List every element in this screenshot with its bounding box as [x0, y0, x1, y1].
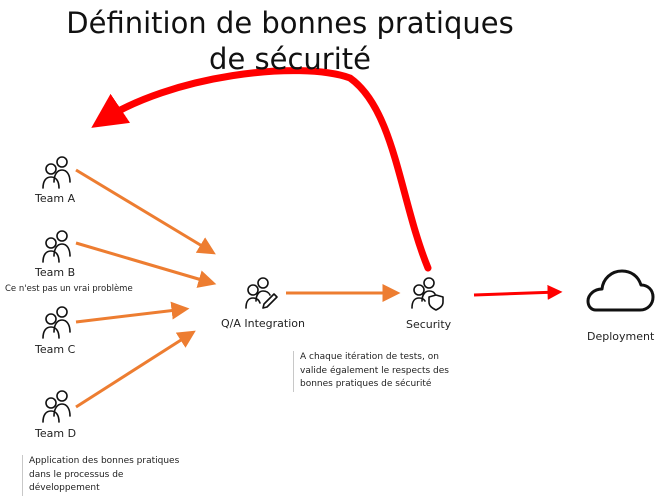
security-note-line: bonnes pratiques de sécurité: [300, 379, 432, 389]
arrow-team-b-qa: [75, 241, 217, 288]
diagram-title-line1: Définition de bonnes pratiques: [66, 6, 514, 40]
arrow-team-a-qa: [75, 168, 216, 255]
deployment-label: Deployment: [587, 330, 655, 343]
people-icon: [42, 156, 71, 189]
team-a-label: Team A: [35, 192, 76, 205]
team-b-label: Team B: [35, 266, 76, 279]
team-d-note-line: dans le processus de: [29, 469, 124, 480]
security-note-line: valide également le respects des: [300, 365, 449, 376]
arrow-team-c-qa: [75, 301, 190, 324]
team-d-note-line: développement: [29, 483, 100, 493]
team-d-note-line: Application des bonnes pratiques: [29, 456, 180, 466]
team-d-note: Application des bonnes pratiques dans le…: [22, 455, 179, 496]
people-icon: [42, 390, 71, 423]
arrow-security-deployment: [473, 284, 563, 300]
security-note-line: A chaque itération de tests, on: [300, 352, 439, 362]
team-c-label: Team C: [35, 343, 76, 356]
security-note: A chaque itération de tests, on valide é…: [293, 351, 449, 392]
arrow-team-d-qa: [75, 330, 196, 409]
people-icon: [42, 306, 71, 339]
people-shield-icon: [411, 277, 444, 311]
diagram-title-line2: de sécurité: [209, 42, 371, 76]
people-icon: [42, 230, 71, 263]
security-label: Security: [406, 318, 452, 331]
qa-label: Q/A Integration: [221, 317, 305, 330]
feedback-arrow: [91, 67, 432, 272]
team-b-note: Ce n'est pas un vrai problème: [0, 283, 133, 297]
team-d-label: Team D: [35, 427, 77, 440]
cloud-icon: [586, 269, 655, 312]
people-edit-icon: [245, 277, 278, 309]
